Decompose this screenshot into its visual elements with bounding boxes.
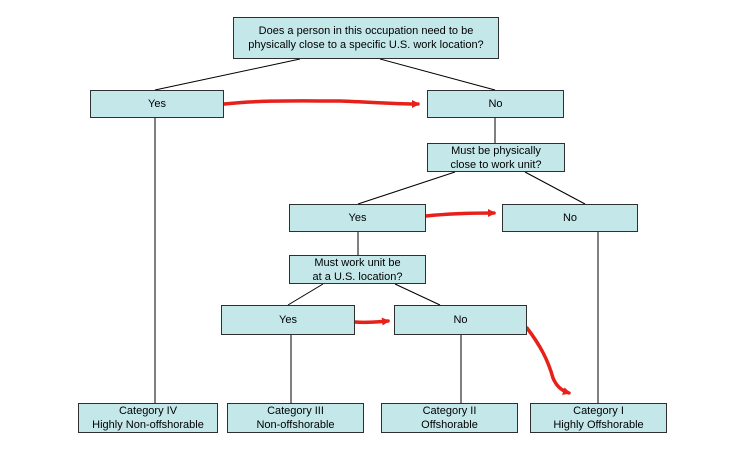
level1-no-label: No: [488, 98, 503, 110]
highlight-arrow-3: [353, 317, 390, 326]
level2-no-label: No: [562, 212, 578, 224]
question3-line2: at a U.S. location?: [312, 270, 403, 283]
category-iv-desc: Highly Non-offshorable: [92, 419, 204, 431]
category-i-desc: Highly Offshorable: [553, 419, 644, 431]
question2-box: Must be physically close to work unit?: [427, 143, 565, 172]
level2-yes-label: Yes: [348, 212, 367, 224]
question2-line2: close to work unit?: [450, 158, 542, 171]
connector-root-to-yes: [154, 58, 301, 91]
category-iii-desc: Non-offshorable: [256, 419, 335, 431]
question2-line1: Must be physically: [451, 144, 541, 157]
category-i-name: Category I: [573, 405, 624, 417]
connector-root-to-no: [379, 58, 496, 91]
connector-q2-to-yes: [357, 171, 456, 205]
question3-box: Must work unit be at a U.S. location?: [289, 255, 426, 284]
level1-yes-label: Yes: [148, 98, 166, 110]
level2-no-box: No: [502, 204, 638, 232]
root-question-line1: Does a person in this occupation need to…: [258, 25, 474, 37]
connector-q3-to-yes: [287, 283, 324, 306]
level3-no-label: No: [453, 314, 468, 326]
level1-yes-box: Yes: [90, 90, 224, 118]
category-iii-name: Category III: [267, 405, 324, 417]
level3-yes-label: Yes: [279, 314, 297, 326]
root-question-line2: physically close to a specific U.S. work…: [248, 39, 484, 51]
category-ii-name: Category II: [422, 405, 477, 417]
connector-q2-to-no: [524, 171, 586, 205]
level1-no-box: No: [427, 90, 564, 118]
connector-q3-to-no: [394, 283, 441, 306]
category-iii-box: Category III Non-offshorable: [227, 403, 364, 433]
category-iv-name: Category IV: [118, 405, 178, 417]
highlight-arrow-4: [525, 326, 571, 395]
level2-yes-box: Yes: [289, 204, 426, 232]
category-iv-box: Category IV Highly Non-offshorable: [78, 403, 218, 433]
category-i-box: Category I Highly Offshorable: [530, 403, 667, 433]
level3-no-box: No: [394, 305, 527, 335]
highlight-arrow-1: [222, 99, 420, 108]
category-ii-desc: Offshorable: [421, 419, 478, 431]
root-question-box: Does a person in this occupation need to…: [233, 17, 499, 59]
level3-yes-box: Yes: [221, 305, 355, 335]
category-ii-box: Category II Offshorable: [381, 403, 518, 433]
question3-line1: Must work unit be: [314, 256, 401, 269]
highlight-arrow-2: [424, 209, 496, 218]
